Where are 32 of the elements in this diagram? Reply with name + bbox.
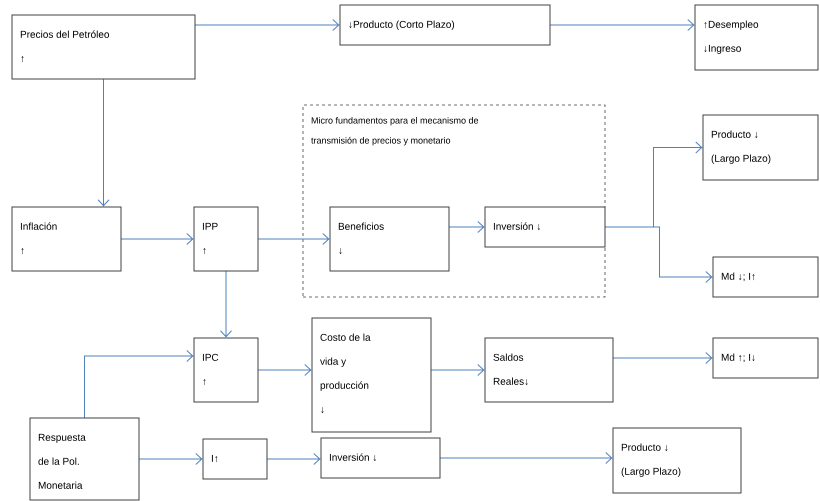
arrow (267, 453, 320, 465)
process-box: Md ↑; I↓ (712, 338, 818, 378)
arrow (258, 233, 330, 245)
arrow (139, 453, 202, 465)
arrow (550, 19, 694, 31)
process-box: Inflación ↑ (12, 206, 122, 272)
process-box: IPC ↑ (194, 338, 258, 402)
arrow (220, 271, 232, 338)
arrow (84, 350, 194, 418)
process-box: Beneficios ↓ (330, 206, 450, 272)
process-box: I↑ (202, 438, 268, 480)
process-box: ↑Desempleo ↓Ingreso (694, 4, 818, 70)
arrow (121, 233, 194, 245)
process-box: Inversión ↓ (320, 438, 440, 478)
process-box: Precios del Petróleo ↑ (12, 14, 196, 80)
process-box: ↓Producto (Corto Plazo) (340, 4, 550, 46)
process-box: IPP ↑ (194, 206, 258, 272)
arrow (195, 19, 340, 31)
arrow (605, 226, 712, 283)
arrow (258, 364, 312, 376)
arrow (449, 221, 484, 233)
arrow (440, 452, 612, 464)
process-box: Producto ↓ (Largo Plazo) (612, 428, 742, 494)
process-box: Costo de la vida y producción ↓ (312, 318, 432, 432)
process-box: Saldos Reales↓ (484, 338, 614, 402)
process-box: Inversión ↓ (484, 206, 606, 248)
arrow (431, 364, 484, 376)
process-box: Md ↓; I↑ (712, 256, 818, 298)
process-box: Producto ↓ (Largo Plazo) (702, 114, 818, 180)
arrow (98, 79, 110, 206)
process-box: Respuesta de la Pol. Monetaria (30, 418, 140, 500)
arrow (613, 352, 712, 364)
